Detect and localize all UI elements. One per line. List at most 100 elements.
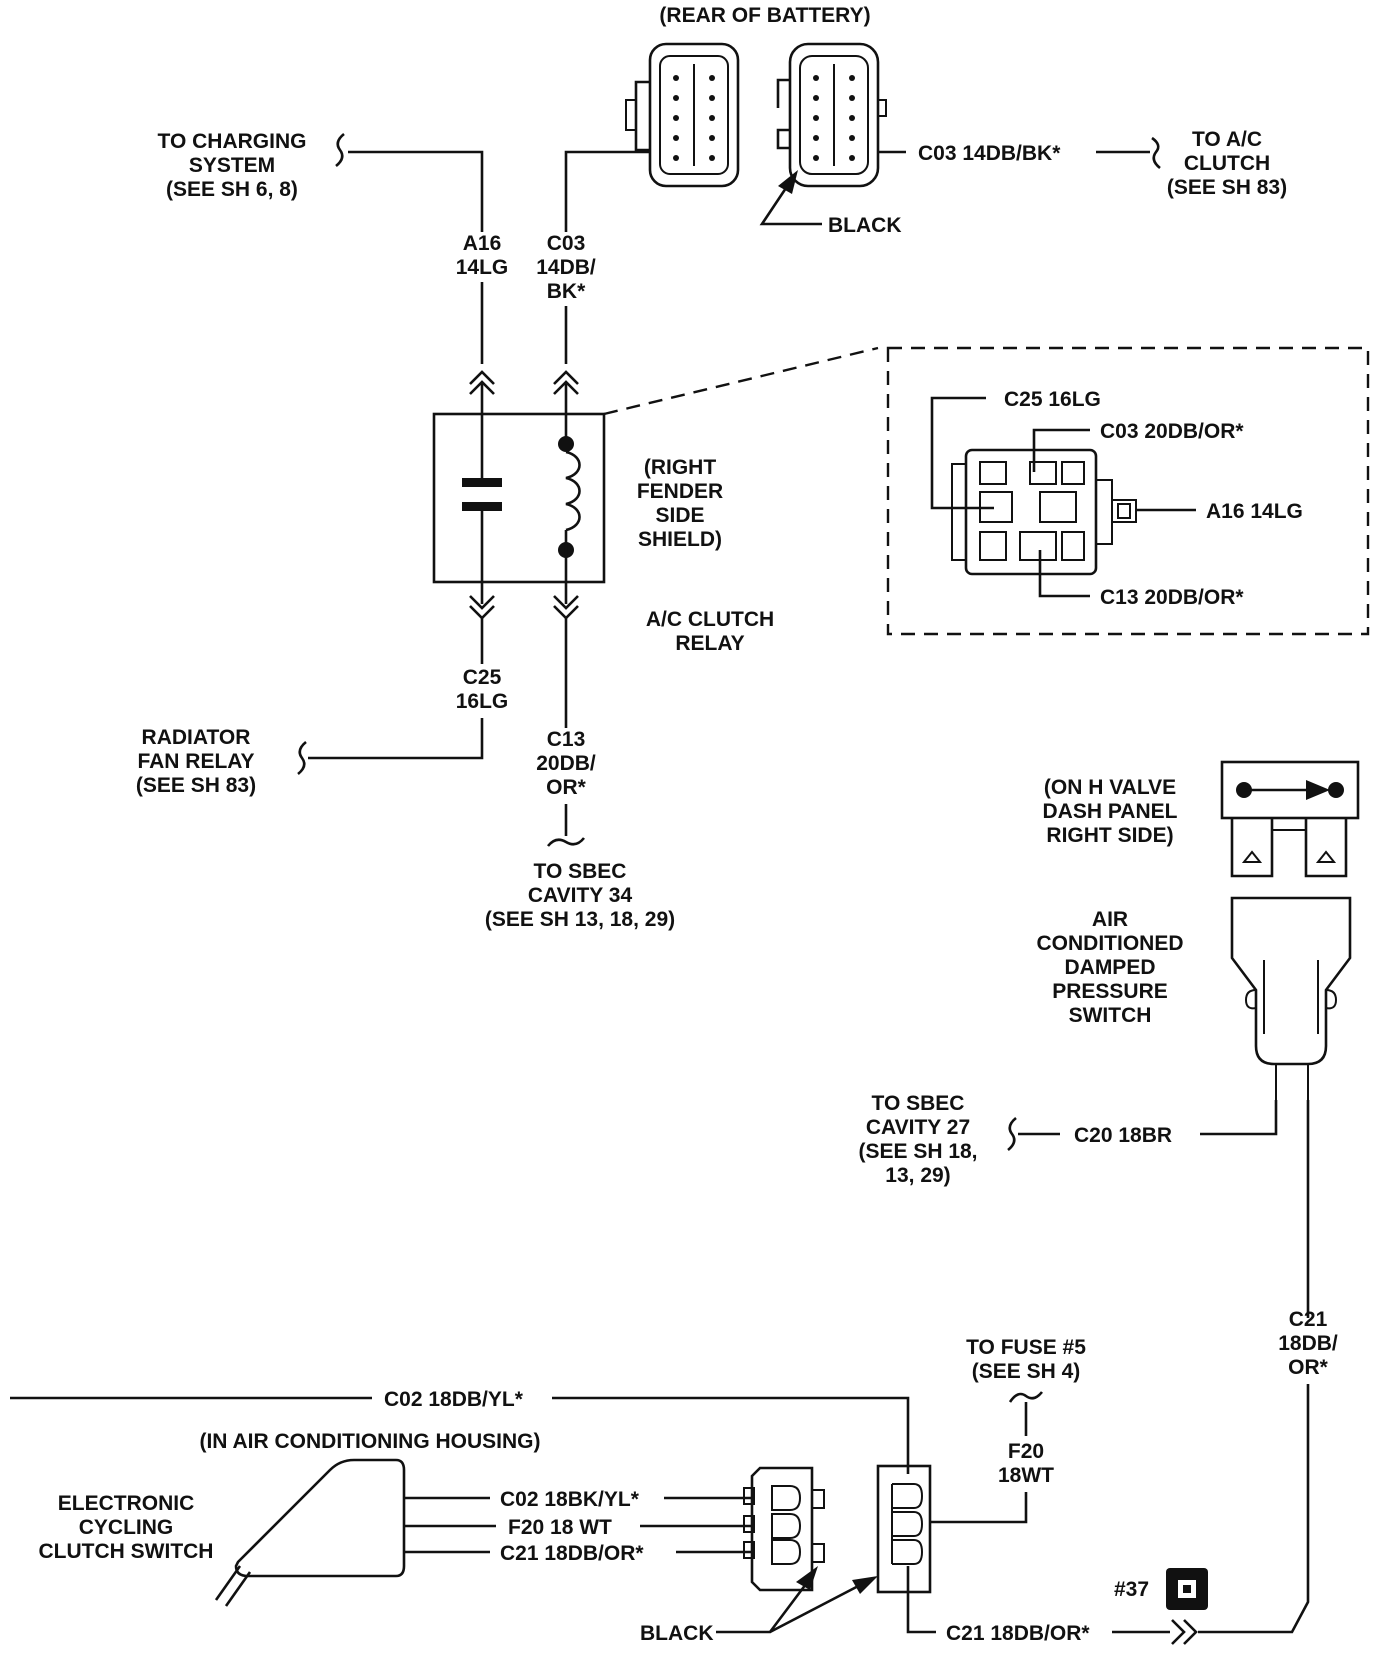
pressure-switch-symbol [1220,760,1360,878]
c13-label-1: C13 [547,728,586,751]
c03-label-3: BK* [547,280,586,303]
c13-label-3: OR* [546,776,587,799]
radiator-line1: RADIATOR [142,726,251,749]
c25-label-1: C25 [463,666,502,689]
wire-c21-vertical-lower [1198,1384,1310,1634]
ac-clutch-relay-line2: RELAY [675,632,744,655]
sbec27-line2: CAVITY 27 [866,1116,970,1139]
to-ac-clutch-line2: CLUTCH [1184,152,1270,175]
right-fender-line1: (RIGHT [644,456,716,479]
hvalve-line2: DASH PANEL [1043,800,1178,823]
a16-label-mask [450,232,514,282]
c03-14db-bk-label: C03 14DB/BK* [918,142,1061,165]
pressure-switch-connector [1230,896,1352,1100]
wire-c02-top-right [552,1396,910,1474]
c02-bk-label: C02 18BK/YL* [500,1488,640,1511]
f20-label-1: F20 [1008,1440,1044,1463]
sbec27-line1: TO SBEC [872,1092,965,1115]
c20-label: C20 18BR [1074,1124,1172,1147]
to-ac-clutch-line3: (SEE SH 83) [1167,176,1287,199]
inset-leader [603,346,879,416]
housing-label: (IN AIR CONDITIONING HOUSING) [199,1430,540,1453]
num37-label: #37 [1114,1578,1149,1601]
wire-break-radiator [297,740,307,776]
battery-connector-left [625,42,740,188]
switch-line1: AIR [1092,908,1128,931]
inset-box [886,346,1370,636]
sbec27-line4: 13, 29) [885,1164,950,1187]
wire-break-ac-clutch [1151,136,1161,170]
wire-break-sbec27 [1007,1116,1017,1152]
wire-break-sbec34 [546,837,586,847]
c25-label-mask [448,664,516,718]
hvalve-line1: (ON H VALVE [1044,776,1176,799]
wire-break-charging [335,132,345,168]
c13-label-mask [524,728,608,804]
ac-clutch-relay [432,370,606,620]
wire-break-fuse [1008,1391,1044,1403]
wire-c21-bottom [906,1566,936,1634]
f20-label-2: 18WT [998,1464,1054,1487]
switch-line2: CONDITIONED [1037,932,1184,955]
terminal-37-icon [1166,1568,1208,1610]
inset-c03-label: C03 20DB/OR* [1100,420,1244,443]
black-top-label: BLACK [828,214,902,237]
wire-f20-lower [930,1492,1028,1524]
c02-top-label: C02 18DB/YL* [384,1388,524,1411]
c13-label-2: 20DB/ [536,752,596,775]
black-bottom-label: BLACK [640,1622,714,1645]
sbec34-line2: CAVITY 34 [528,884,633,907]
radiator-line2: FAN RELAY [137,750,254,773]
black-pointer-bottom [716,1566,878,1634]
c21v-label-1: C21 [1289,1308,1328,1331]
c21v-label-2: 18DB/ [1278,1332,1338,1355]
c03-label-mask [528,232,606,306]
c21-bottom-label: C21 18DB/OR* [946,1622,1090,1645]
a16-label-1b: A16 [463,232,502,255]
right-fender-line2: FENDER [637,480,723,503]
rear-of-battery-label: (REAR OF BATTERY) [659,4,870,27]
switch-line5: SWITCH [1069,1004,1152,1027]
radiator-line3: (SEE SH 83) [136,774,256,797]
ecc-line2: CYCLING [79,1516,174,1539]
ecc-line1: ELECTRONIC [58,1492,195,1515]
inline-connector-left [743,1466,825,1592]
switch-line3: DAMPED [1064,956,1155,979]
battery-connector-right-black [776,42,887,188]
inline-connector-right [876,1464,932,1594]
wire-a16 [348,150,484,364]
sbec34-line1: TO SBEC [534,860,627,883]
inset-c25-label: C25 16LG [1004,388,1101,411]
to-charging-line1: TO CHARGING [158,130,307,153]
sbec34-line3: (SEE SH 13, 18, 29) [485,908,675,931]
fuse-line1: TO FUSE #5 [966,1336,1086,1359]
to-charging-line3: (SEE SH 6, 8) [166,178,298,201]
wire-c20 [1200,1100,1278,1136]
hvalve-line3: RIGHT SIDE) [1046,824,1173,847]
relay-connector-detail [951,448,1137,576]
c25-label-2: 16LG [456,690,509,713]
c03-label-2: 14DB/ [536,256,596,279]
c21-conn-label: C21 18DB/OR* [500,1542,644,1565]
a16-label-2b: 14LG [456,256,509,279]
inset-wire-c25 [930,396,994,510]
ecc-line3: CLUTCH SWITCH [39,1540,214,1563]
fuse-line2: (SEE SH 4) [972,1360,1081,1383]
inset-wire-c13 [1038,550,1090,598]
switch-line4: PRESSURE [1052,980,1168,1003]
right-fender-line3: SIDE [655,504,704,527]
to-ac-clutch-line1: TO A/C [1192,128,1262,151]
right-fender-line4: SHIELD) [638,528,722,551]
sbec27-line3: (SEE SH 18, [858,1140,977,1163]
c21v-label-3: OR* [1288,1356,1329,1379]
black-pointer-top [759,170,822,226]
c21-chevron [1171,1619,1198,1645]
c03-label-1: C03 [547,232,586,255]
electronic-cycling-clutch-switch [214,1458,406,1607]
to-charging-line2: SYSTEM [189,154,275,177]
ac-clutch-relay-line1: A/C CLUTCH [646,608,774,631]
f20-wt-label: F20 18 WT [508,1516,612,1539]
inset-wire-c03 [1032,428,1090,472]
inset-c13-label: C13 20DB/OR* [1100,586,1244,609]
